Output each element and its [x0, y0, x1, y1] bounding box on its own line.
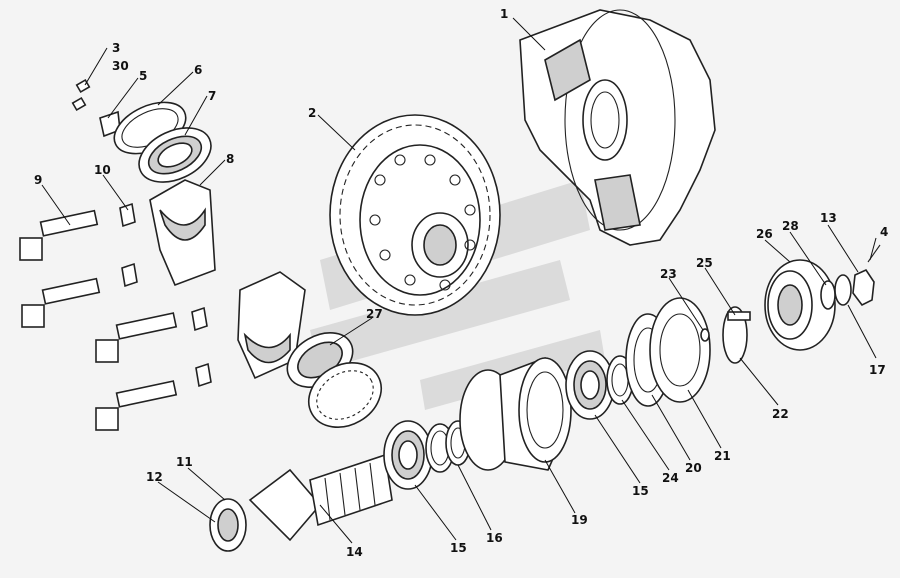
part-26-output-flange — [764, 259, 836, 351]
part-3-30-bolts — [71, 78, 91, 112]
callout-26: 26 — [756, 227, 773, 241]
callout-labels: 1 2 3 30 5 6 7 8 9 10 11 12 13 4 14 15 1… — [34, 7, 888, 559]
part-bearing-cap-lower — [237, 271, 306, 380]
part-10-lock-plates — [119, 202, 212, 388]
callout-15-right: 15 — [632, 484, 649, 498]
part-19-pinion-housing — [459, 356, 572, 471]
part-28-washer — [820, 280, 836, 310]
leader-lines — [41, 17, 877, 544]
part-9-bolts — [19, 209, 178, 431]
callout-4: 4 — [880, 225, 888, 239]
part-17-washer — [834, 274, 852, 306]
callout-30: 30 — [112, 59, 129, 73]
part-2-ring-gear — [329, 114, 501, 316]
callout-23: 23 — [660, 267, 677, 281]
part-15-bearing-right — [565, 350, 615, 420]
callout-12: 12 — [146, 470, 163, 484]
callout-2: 2 — [308, 106, 316, 120]
callout-8: 8 — [226, 152, 234, 166]
callout-14: 14 — [346, 545, 363, 559]
callout-10: 10 — [94, 163, 111, 177]
callout-1: 1 — [500, 7, 508, 21]
part-23-pin — [700, 328, 710, 342]
part-7-bearing — [138, 127, 212, 183]
part-13-nut — [852, 268, 875, 307]
callout-13: 13 — [820, 211, 837, 225]
part-8-bearing-cap — [149, 179, 216, 287]
callout-5: 5 — [139, 69, 147, 83]
part-15-bearing-left — [383, 420, 433, 490]
part-21-flange — [649, 297, 711, 403]
callout-16: 16 — [486, 531, 503, 545]
part-11-bearing — [209, 498, 247, 552]
callout-21: 21 — [714, 449, 731, 463]
callout-20: 20 — [685, 461, 702, 475]
callout-25: 25 — [696, 256, 713, 270]
part-22-deflector — [722, 306, 751, 364]
callout-15-left: 15 — [450, 541, 467, 555]
callout-27: 27 — [366, 307, 383, 321]
callout-11: 11 — [176, 455, 193, 469]
part-14-pinion — [248, 453, 393, 542]
callout-17: 17 — [869, 363, 886, 377]
callout-9: 9 — [34, 173, 42, 187]
callout-24: 24 — [662, 471, 679, 485]
part-1-housing — [519, 9, 716, 246]
callout-28: 28 — [782, 219, 799, 233]
callout-22: 22 — [772, 407, 789, 421]
callout-3: 3 — [112, 41, 120, 55]
callout-19: 19 — [571, 513, 588, 527]
callout-6: 6 — [194, 63, 202, 77]
part-27-bearing — [286, 332, 382, 428]
callout-7: 7 — [208, 89, 216, 103]
